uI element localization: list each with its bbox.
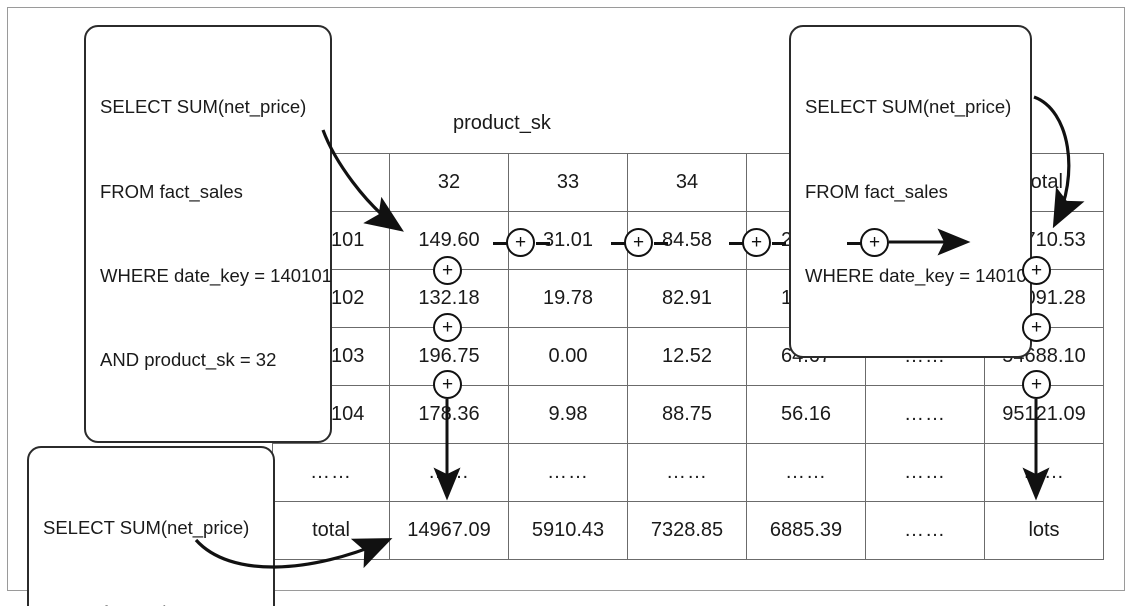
data-cell: 7328.85: [627, 501, 747, 560]
sum-connector-segment: [536, 242, 550, 245]
data-cell: ……: [389, 443, 509, 502]
plus-operator-icon: +: [433, 313, 462, 342]
plus-operator-icon: +: [433, 370, 462, 399]
callout-sql-query-column-total: SELECT SUM(net_price) FROM fact_sales WH…: [27, 446, 275, 606]
data-cell: ……: [508, 443, 628, 502]
data-cell: 6885.39: [746, 501, 866, 560]
callout-line: SELECT SUM(net_price): [100, 96, 307, 118]
data-cell: 82.91: [627, 269, 747, 328]
column-axis-label: product_sk: [453, 112, 551, 134]
plus-operator-icon: +: [1022, 256, 1051, 285]
plus-operator-icon: +: [742, 227, 771, 257]
table-row: …… …… …… …… …… …… ……: [272, 443, 1104, 502]
callout-line: WHERE date_key = 140101: [100, 264, 332, 286]
row-header-cell: total: [272, 501, 390, 560]
callout-line: FROM fact_sales: [100, 180, 243, 202]
sum-connector-segment: [847, 242, 861, 245]
data-cell: 19.78: [508, 269, 628, 328]
figure-border: [7, 7, 1125, 591]
row-header-cell: ……: [272, 443, 390, 502]
callout-line: FROM fact_sales: [43, 599, 259, 606]
table-row: 140104 178.36 9.98 88.75 56.16 …… 95121.…: [272, 385, 1104, 444]
data-cell: 178.36: [389, 385, 509, 444]
data-cell: ……: [984, 443, 1104, 502]
data-cell: ……: [627, 443, 747, 502]
sum-connector-segment: [772, 242, 786, 245]
column-header-cell: 34: [627, 153, 747, 212]
data-cell: lots: [984, 501, 1104, 560]
data-cell: 12.52: [627, 327, 747, 386]
data-cell: 56.16: [746, 385, 866, 444]
table-row: 140103 196.75 0.00 12.52 64.67 …… 54688.…: [272, 327, 1104, 386]
callout-line: AND product_sk = 32: [100, 349, 277, 371]
callout-line: SELECT SUM(net_price): [805, 96, 1012, 118]
column-header-cell: 33: [508, 153, 628, 212]
data-cell: 88.75: [627, 385, 747, 444]
sum-connector-segment: [654, 242, 668, 245]
data-cell: 5910.43: [508, 501, 628, 560]
callout-sql-query-row-total: SELECT SUM(net_price) FROM fact_sales WH…: [789, 25, 1037, 359]
plus-operator-icon: +: [1022, 370, 1051, 399]
callout-line: SELECT SUM(net_price): [43, 517, 250, 539]
sum-connector-segment: [493, 242, 507, 245]
plus-operator-icon: +: [860, 227, 889, 257]
data-cell: ……: [865, 443, 985, 502]
plus-operator-icon: +: [433, 256, 462, 285]
plus-operator-icon: +: [1022, 313, 1051, 342]
callout-line: WHERE date_key = 140101: [805, 264, 1037, 286]
data-cell: ……: [865, 385, 985, 444]
plus-operator-icon: +: [624, 227, 653, 257]
data-cell: 0.00: [508, 327, 628, 386]
data-cell: ……: [865, 501, 985, 560]
callout-line: FROM fact_sales: [805, 180, 948, 202]
table-row: total 14967.09 5910.43 7328.85 6885.39 ……: [272, 501, 1104, 560]
data-cell: ……: [746, 443, 866, 502]
sum-connector-segment: [729, 242, 743, 245]
column-header-cell: 32: [389, 153, 509, 212]
sum-connector-segment: [611, 242, 625, 245]
data-cell: 9.98: [508, 385, 628, 444]
callout-sql-query-cell: SELECT SUM(net_price) FROM fact_sales WH…: [84, 25, 332, 443]
plus-operator-icon: +: [506, 227, 535, 257]
data-cell: 14967.09: [389, 501, 509, 560]
